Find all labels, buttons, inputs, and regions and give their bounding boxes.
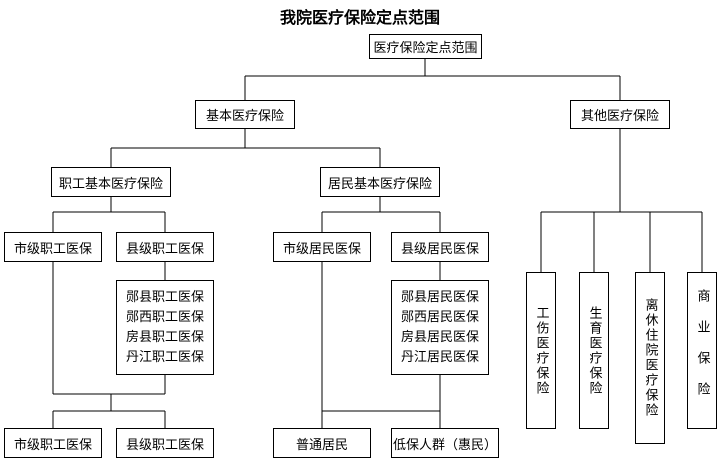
list-item: 郧西居民医保	[400, 309, 479, 325]
node-worker-city: 市级职工医保	[4, 232, 102, 262]
node-bottom-worker-county: 县级职工医保	[116, 428, 214, 458]
list-item: 房县居民医保	[400, 329, 479, 345]
node-other: 其他医疗保险	[570, 100, 670, 129]
node-resident-city: 市级居民医保	[273, 232, 371, 262]
list-item: 郧县职工医保	[125, 289, 204, 305]
node-worker-county-list: 郧县职工医保 郧西职工医保 房县职工医保 丹江职工医保	[116, 280, 214, 375]
node-maternity-insurance: 生育医疗保险	[579, 272, 609, 429]
list-item: 丹江居民医保	[400, 349, 479, 365]
node-root: 医疗保险定点范围	[369, 34, 482, 59]
node-bottom-ordinary: 普通居民	[273, 428, 371, 458]
node-injury-insurance: 工伤医疗保险	[526, 272, 556, 429]
node-basic: 基本医疗保险	[195, 100, 295, 129]
list-item: 郧西职工医保	[125, 309, 204, 325]
node-commercial-insurance: 商业保险	[687, 272, 717, 429]
list-item: 郧县居民医保	[400, 289, 479, 305]
node-worker-county: 县级职工医保	[116, 232, 214, 262]
node-bottom-worker-city: 市级职工医保	[4, 428, 102, 458]
page-title: 我院医疗保险定点范围	[279, 8, 440, 27]
node-worker: 职工基本医疗保险	[51, 167, 171, 197]
node-resident-county-list: 郧县居民医保 郧西居民医保 房县居民医保 丹江居民医保	[391, 280, 489, 375]
node-bottom-lowincome: 低保人群（惠民）	[391, 428, 499, 458]
list-item: 房县职工医保	[125, 329, 204, 345]
node-retiree-insurance: 离休住院医疗保险	[635, 272, 665, 444]
node-resident-county: 县级居民医保	[391, 232, 489, 262]
list-item: 丹江职工医保	[125, 349, 204, 365]
node-resident: 居民基本医疗保险	[320, 167, 440, 197]
